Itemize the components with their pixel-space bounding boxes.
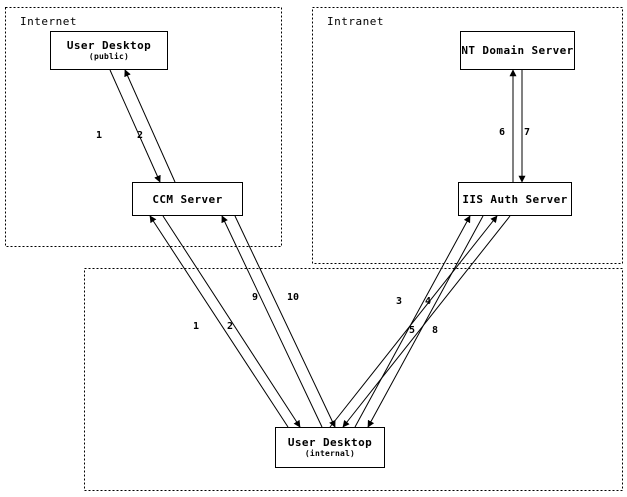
node-subtitle-user-desktop-public: (public) (88, 52, 130, 61)
edge-e9 (221, 215, 323, 428)
zone-boundaries (5, 7, 623, 491)
edge-e4 (367, 215, 484, 428)
node-title-iis-auth-server: IIS Auth Server (462, 192, 568, 206)
node-user-desktop-internal[interactable]: User Desktop(internal) (275, 427, 385, 468)
node-ccm-server[interactable]: CCM Server (132, 182, 243, 216)
edge-label-e7: 7 (524, 127, 531, 138)
edge-label-e1: 1 (96, 130, 103, 141)
node-iis-auth-server[interactable]: IIS Auth Server (458, 182, 572, 216)
edge-label-e2: 2 (137, 130, 144, 141)
node-subtitle-user-desktop-internal: (internal) (304, 449, 356, 458)
node-nt-domain-server[interactable]: NT Domain Server (460, 31, 575, 70)
edge-label-e10: 10 (287, 292, 300, 303)
edge-label-e9: 9 (252, 292, 259, 303)
edge-e2b (162, 215, 301, 428)
edge-e2 (124, 69, 176, 183)
zone-label-intranet: Intranet (327, 15, 384, 28)
edge-label-e5: 5 (409, 325, 416, 336)
zone-label-internet: Internet (20, 15, 77, 28)
edge-e8 (342, 215, 511, 428)
node-title-user-desktop-public: User Desktop (66, 39, 152, 52)
node-title-user-desktop-internal: User Desktop (287, 436, 373, 449)
edge-e10 (234, 215, 336, 428)
edge-label-e6: 6 (499, 127, 506, 138)
node-user-desktop-public[interactable]: User Desktop(public) (50, 31, 168, 70)
edge-e1b (149, 215, 289, 428)
edge-lines (109, 69, 526, 428)
edge-label-e2b: 2 (227, 321, 234, 332)
zone-boundary-internet (5, 7, 282, 247)
edge-label-e8: 8 (432, 325, 439, 336)
edge-label-e3: 3 (396, 296, 403, 307)
zone-boundary-intranet (312, 7, 623, 264)
node-title-nt-domain-server: NT Domain Server (461, 44, 574, 57)
zone-boundary-internal (84, 268, 623, 491)
edge-label-e1b: 1 (193, 321, 200, 332)
edge-e3 (354, 215, 471, 428)
node-title-ccm-server: CCM Server (152, 192, 223, 206)
edge-e1 (109, 69, 161, 183)
edge-e5 (329, 215, 498, 428)
edge-label-e4: 4 (425, 296, 432, 307)
